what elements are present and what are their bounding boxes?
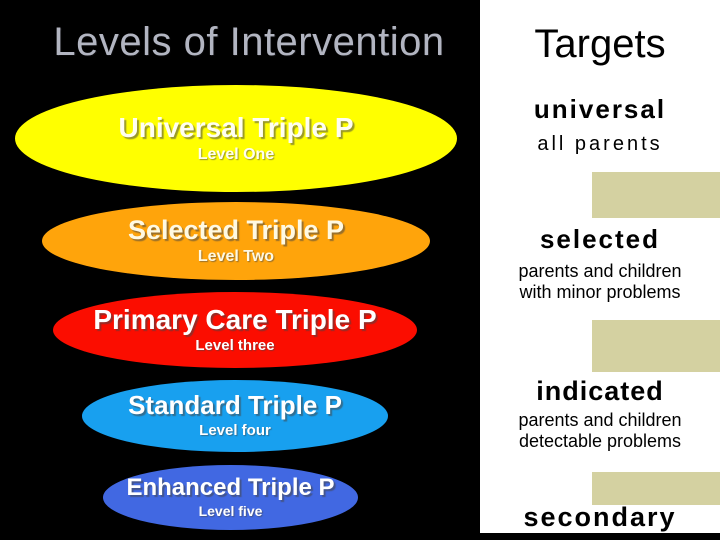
level-sub: Level three [195,337,275,355]
level-sub: Level four [199,422,271,440]
level-sub: Level five [198,503,263,520]
targets-title: Targets [534,22,666,66]
slide-title: Levels of Intervention [53,20,445,64]
desc-line: parents and children [518,410,682,430]
desc-line: detectable problems [518,431,682,451]
level-sub: Level Two [197,248,275,266]
level-ellipse-standard: Standard Triple P Level four [82,380,388,452]
desc-line: with minor problems [519,282,681,302]
level-name: Enhanced Triple P [126,474,335,502]
target-keyword-secondary: secondary [523,502,677,532]
level-name: Universal Triple P [118,112,354,143]
targets-panel: Targets universal all parents selected p… [480,0,720,533]
target-keyword-universal: universal [533,94,667,124]
desc-line: parents and children [518,261,682,281]
level-ellipse-universal: Universal Triple P Level One [15,85,457,192]
level-name: Primary Care Triple P [93,304,377,336]
level-sub: Level One [197,146,275,164]
target-keyword-selected: selected [539,224,661,254]
level-ellipse-enhanced: Enhanced Triple P Level five [103,465,358,530]
level-name: Selected Triple P [127,215,345,246]
level-name: Standard Triple P [128,390,342,421]
connector-bar [592,472,720,505]
level-ellipse-selected: Selected Triple P Level Two [42,202,430,280]
target-keyword-indicated: indicated [536,376,664,406]
target-desc-indicated: parents and children detectable problems [480,410,720,452]
target-desc-universal: all parents [537,133,663,155]
target-desc-selected: parents and children with minor problems [480,261,720,303]
connector-bar [592,172,720,218]
connector-bar [592,320,720,372]
level-ellipse-primary-care: Primary Care Triple P Level three [53,292,417,368]
